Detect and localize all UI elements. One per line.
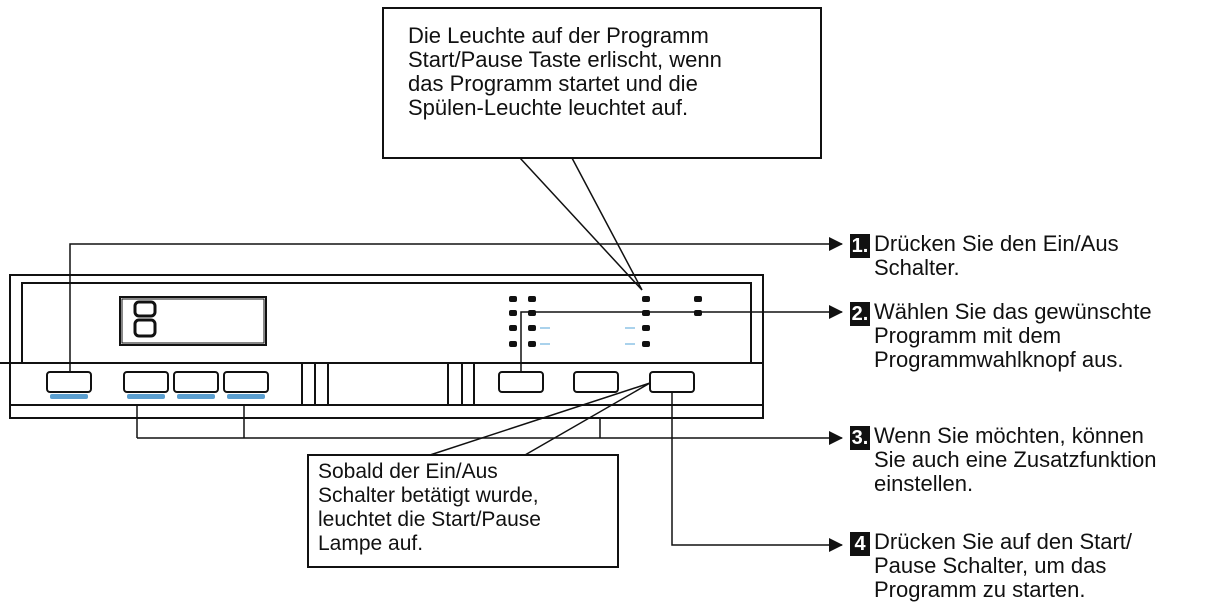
callout-bottom-line: Lampe auf. (318, 532, 424, 555)
option-button-3[interactable] (223, 371, 269, 393)
callout-top-text: Die Leuchte auf der Programm Start/Pause… (408, 24, 722, 120)
control-panel (0, 274, 764, 419)
power-button[interactable] (46, 371, 92, 393)
step-line: Programm mit dem (874, 323, 1062, 348)
step-line: Programmwahlknopf aus. (874, 347, 1124, 372)
step-line: Pause Schalter, um das (874, 553, 1107, 578)
step-2-number: 2. (850, 302, 870, 326)
step-line: einstellen. (874, 471, 974, 496)
step-4-text: Drücken Sie auf den Start/ Pause Schalte… (874, 530, 1132, 602)
callout-top-box (382, 7, 822, 159)
digital-display (119, 296, 267, 346)
program-button-1[interactable] (498, 371, 544, 393)
callout-bottom-line: Schalter betätigt wurde, (318, 484, 539, 507)
callout-bottom-line: leuchtet die Start/Pause (318, 508, 541, 531)
leader-step-2 (520, 305, 843, 372)
callout-bottom-line: Sobald der Ein/Aus (318, 460, 498, 483)
leader-lines (69, 237, 843, 552)
callout-bottom-text: Sobald der Ein/Aus Schalter betätigt wur… (318, 460, 541, 556)
step-4-number: 4 (850, 532, 870, 556)
callout-top-line: Die Leuchte auf der Programm (408, 23, 709, 48)
step-line: Schalter. (874, 255, 960, 280)
step-1-text: Drücken Sie den Ein/Aus Schalter. (874, 232, 1119, 280)
step-3-number: 3. (850, 426, 870, 450)
step-4: 4 Drücken Sie auf den Start/ Pause Schal… (850, 530, 1132, 602)
step-2: 2. Wählen Sie das gewünschte Programm mi… (850, 300, 1152, 372)
option-button-2[interactable] (173, 371, 219, 393)
option-button-1[interactable] (123, 371, 169, 393)
step-line: Wenn Sie möchten, können (874, 423, 1144, 448)
indicator-leds (509, 296, 702, 347)
start-pause-button[interactable] (649, 371, 695, 393)
leader-step-1 (69, 237, 843, 372)
program-knob-area (301, 363, 475, 405)
step-1: 1. Drücken Sie den Ein/Aus Schalter. (850, 232, 1119, 280)
step-3: 3. Wenn Sie möchten, können Sie auch ein… (850, 424, 1157, 496)
step-line: Sie auch eine Zusatzfunktion (874, 447, 1157, 472)
button-leds (50, 394, 265, 399)
program-button-2[interactable] (573, 371, 619, 393)
panel-buttons (46, 371, 695, 393)
step-3-text: Wenn Sie möchten, können Sie auch eine Z… (874, 424, 1157, 496)
step-1-number: 1. (850, 234, 870, 258)
callout-top-line: das Programm startet und die (408, 71, 698, 96)
callout-top-pointer (519, 157, 643, 291)
step-line: Drücken Sie auf den Start/ (874, 529, 1133, 554)
callout-bottom-pointer (429, 382, 651, 456)
callout-bottom-box (307, 454, 619, 568)
step-line: Programm zu starten. (874, 577, 1086, 602)
step-2-text: Wählen Sie das gewünschte Programm mit d… (874, 300, 1152, 372)
leader-step-4 (671, 392, 843, 552)
step-line: Drücken Sie den Ein/Aus (874, 231, 1119, 256)
indicator-dashes (540, 327, 635, 345)
callout-top-line: Start/Pause Taste erlischt, wenn (408, 47, 722, 72)
callout-top-line: Spülen-Leuchte leuchtet auf. (408, 95, 689, 120)
step-line: Wählen Sie das gewünschte (874, 299, 1152, 324)
